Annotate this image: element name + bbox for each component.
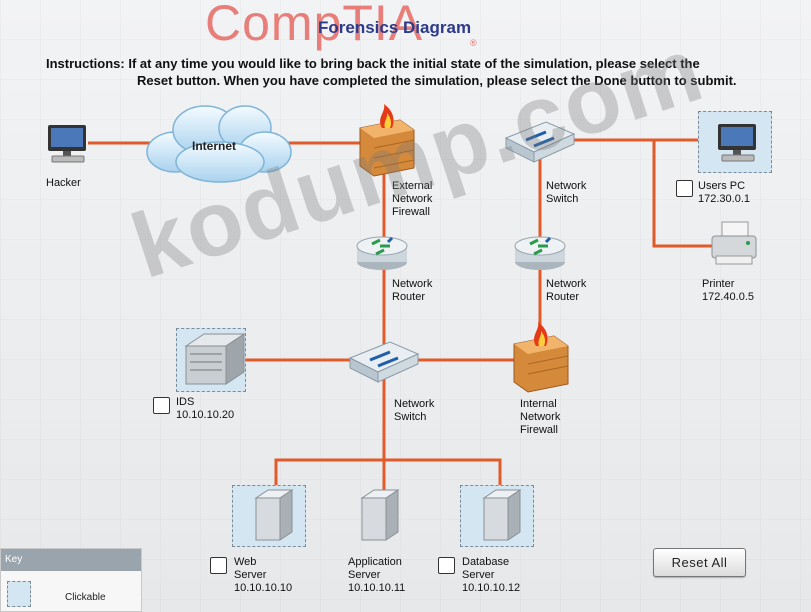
database-server-label: Database Server 10.10.10.12 xyxy=(462,556,520,595)
instructions-line-2: Reset button. When you have completed th… xyxy=(137,73,737,88)
instructions-line-1: Instructions: If at any time you would l… xyxy=(46,56,700,71)
application-server-label-line-1: Application xyxy=(348,556,402,568)
application-server-label-line-2: Server xyxy=(348,569,381,581)
key-legend: Key Clickable xyxy=(0,548,142,612)
printer-name: Printer xyxy=(702,278,735,290)
ids-name: IDS xyxy=(176,396,195,408)
printer-ip: 172.40.0.5 xyxy=(702,291,754,303)
external-firewall-label-line-2: Network xyxy=(392,193,433,205)
internal-firewall-label-line-2: Network xyxy=(520,411,561,423)
database-server-ip: 10.10.10.12 xyxy=(462,582,521,594)
external-firewall-label-line-3: Firewall xyxy=(392,206,430,218)
database-server-checkbox[interactable] xyxy=(438,557,455,574)
key-clickable-swatch xyxy=(7,581,31,607)
database-server-label-line-1: Database xyxy=(462,556,510,568)
internet-label: Internet xyxy=(192,139,237,153)
hacker-label: Hacker xyxy=(46,177,81,189)
network-router-left-label-line-2: Router xyxy=(392,291,426,303)
internal-firewall-label-line-3: Firewall xyxy=(520,424,558,436)
key-heading: Key xyxy=(1,549,141,571)
web-server-label-line-2: Server xyxy=(234,569,267,581)
users-pc-checkbox[interactable] xyxy=(676,180,693,197)
instructions: Instructions: If at any time you would l… xyxy=(46,55,806,89)
web-server-checkbox[interactable] xyxy=(210,557,227,574)
ids-checkbox[interactable] xyxy=(153,397,170,414)
users-pc-label: Users PC 172.30.0.1 xyxy=(698,180,750,206)
network-router-left-label-line-1: Network xyxy=(392,278,433,290)
network-switch-center-label-line-2: Switch xyxy=(394,411,427,423)
application-server-ip: 10.10.10.11 xyxy=(348,582,406,594)
users-pc-name: Users PC xyxy=(698,180,746,192)
network-switch-top-label-line-2: Switch xyxy=(546,193,579,205)
page-title: Forensics Diagram xyxy=(318,18,472,37)
web-server-label: Web Server 10.10.10.10 xyxy=(234,556,292,595)
comptia-logo: CompTIA xyxy=(205,0,424,51)
web-server-label-line-1: Web xyxy=(234,556,257,568)
network-router-right-label-line-1: Network xyxy=(546,278,587,290)
network-switch-center-label: Network Switch xyxy=(394,398,434,424)
internal-firewall-label-line-1: Internal xyxy=(520,398,557,410)
printer-label: Printer 172.40.0.5 xyxy=(702,278,754,304)
internal-firewall-label: Internal Network Firewall xyxy=(520,398,560,437)
registered-mark: ® xyxy=(470,38,477,48)
reset-all-button[interactable]: Reset All xyxy=(653,548,746,577)
link-to-printer xyxy=(652,140,712,248)
network-router-left-label: Network Router xyxy=(392,278,432,304)
network-switch-top-label: Network Switch xyxy=(546,180,586,206)
ids-label: IDS 10.10.10.20 xyxy=(176,396,234,422)
key-clickable-label: Clickable xyxy=(65,592,106,603)
application-server-label: Application Server 10.10.10.11 xyxy=(348,556,405,595)
network-router-right-label-line-2: Router xyxy=(546,291,580,303)
external-firewall-label-line-1: External xyxy=(392,180,433,192)
network-router-right-label: Network Router xyxy=(546,278,586,304)
network-switch-top-label-line-1: Network xyxy=(546,180,587,192)
external-firewall-label: External Network Firewall xyxy=(392,180,432,219)
users-pc-ip: 172.30.0.1 xyxy=(698,193,750,205)
ids-ip: 10.10.10.20 xyxy=(176,409,235,421)
web-server-ip: 10.10.10.10 xyxy=(234,582,293,594)
network-switch-center-label-line-1: Network xyxy=(394,398,435,410)
link-server-bus xyxy=(274,458,502,490)
database-server-label-line-2: Server xyxy=(462,569,495,581)
